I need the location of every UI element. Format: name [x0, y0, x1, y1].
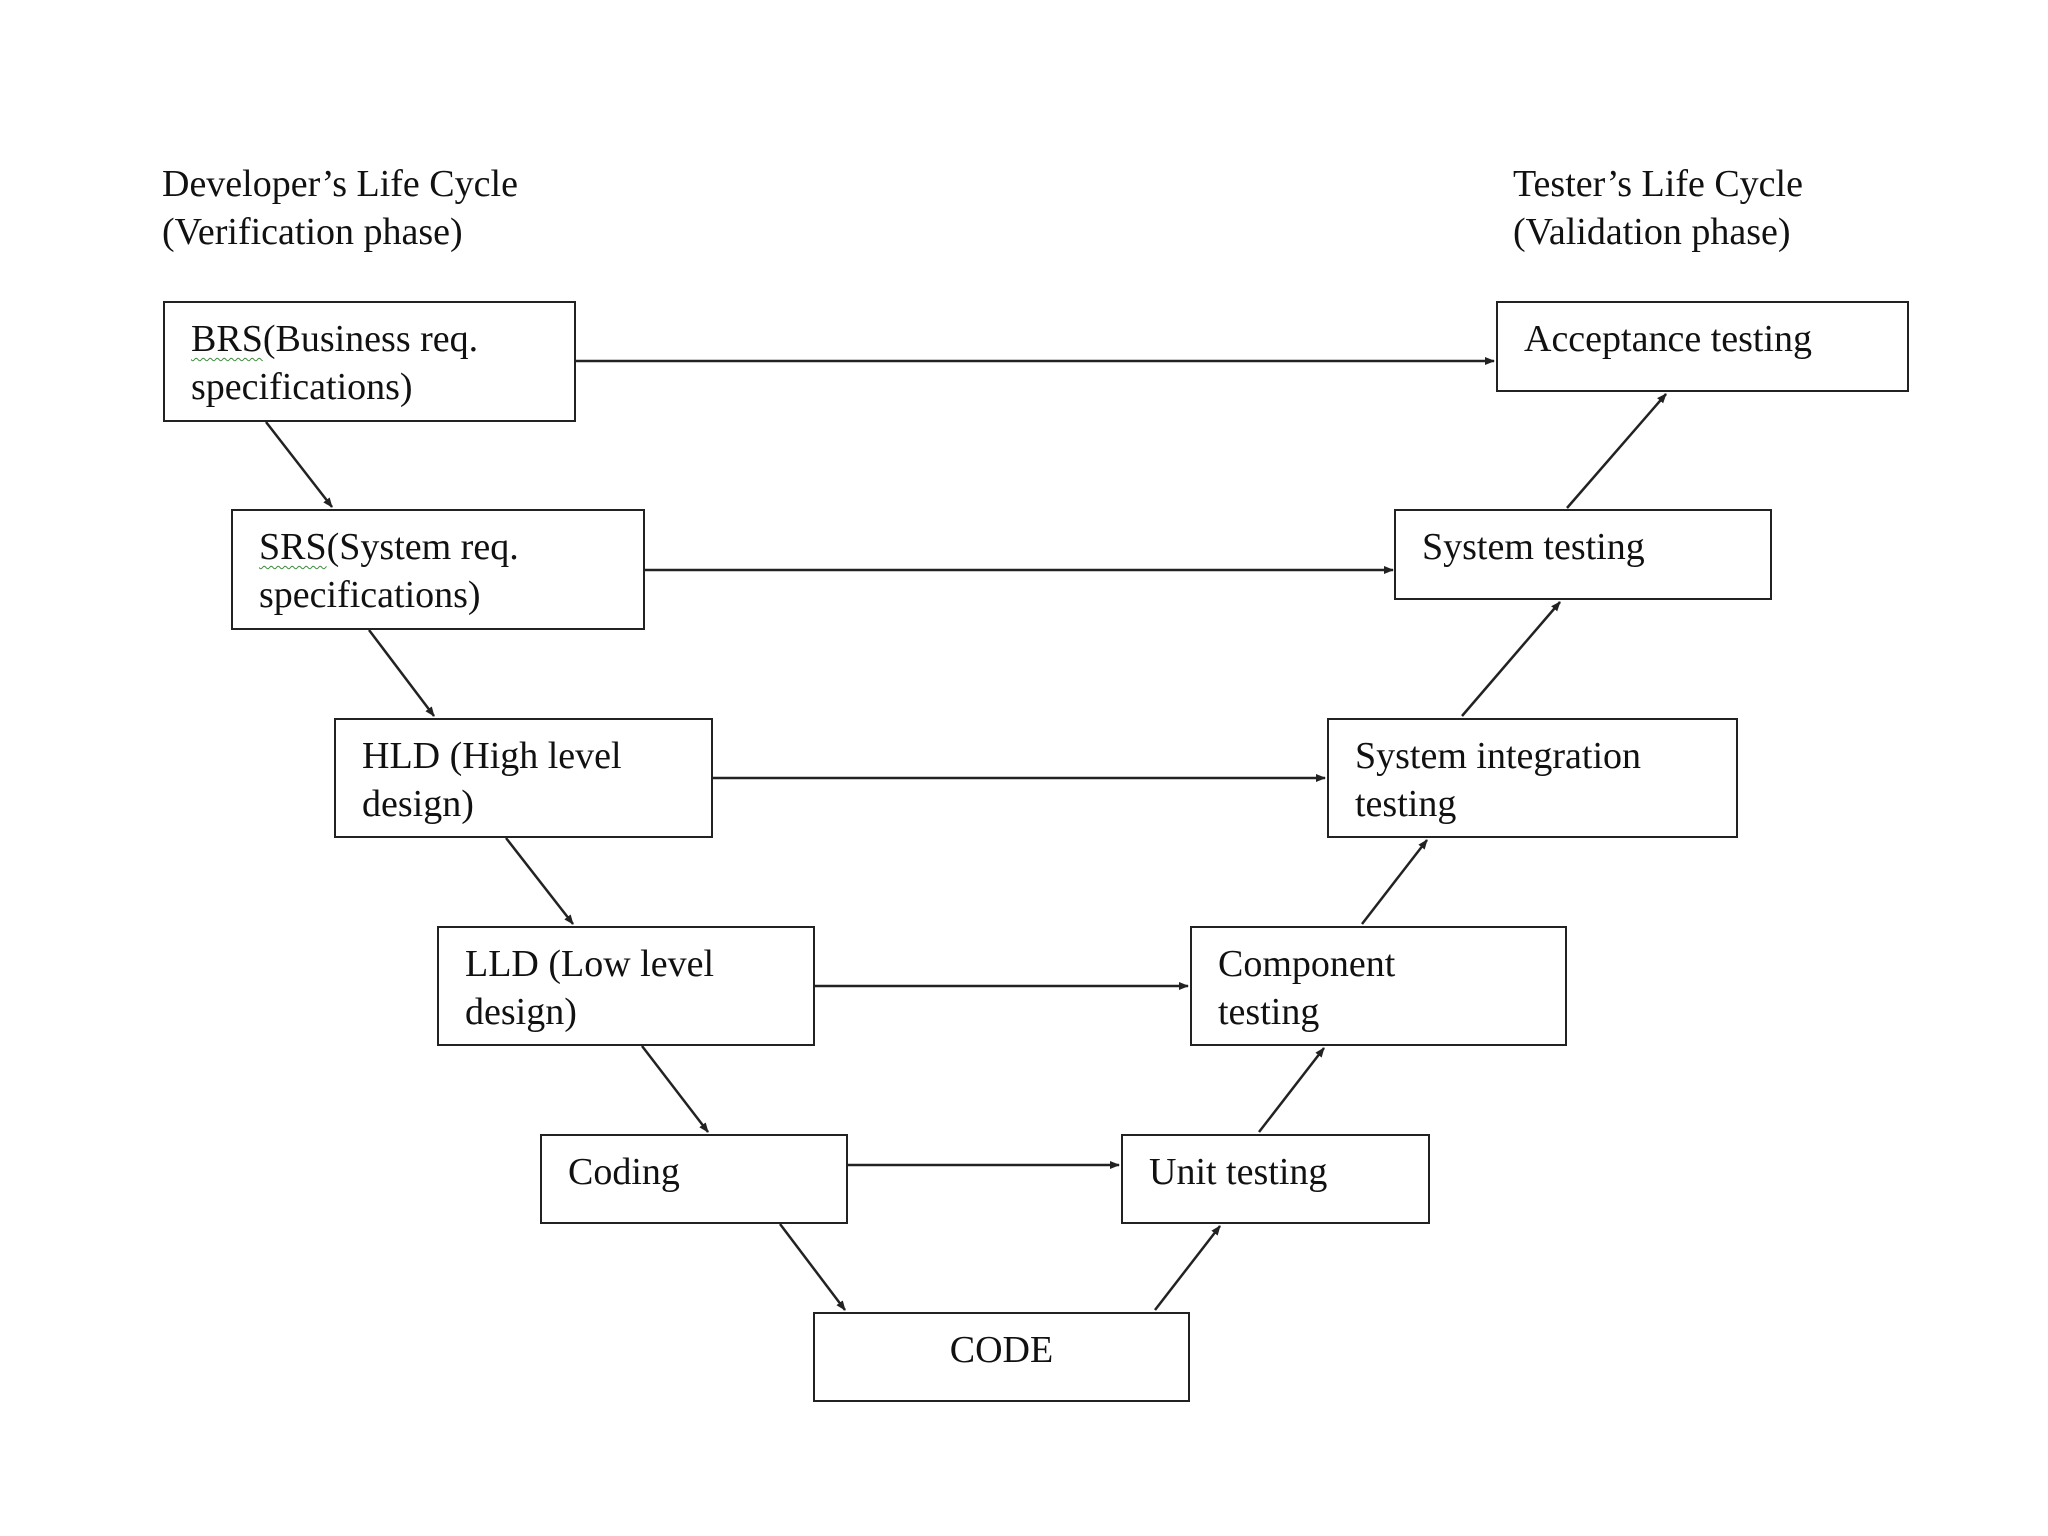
hld-line1: HLD (High level	[362, 735, 622, 777]
arrow-lld-to-coding	[641, 1045, 709, 1133]
tester-header-line1: Tester’s Life Cycle	[1513, 163, 1803, 205]
arrow-coding-to-code	[779, 1223, 846, 1311]
component-line2: testing	[1218, 991, 1320, 1033]
coding-box: Coding	[540, 1134, 848, 1224]
component-testing-box: Component testing	[1190, 926, 1567, 1046]
brs-rest: (Business req.	[262, 318, 479, 360]
srs-abbr: SRS	[259, 526, 327, 568]
developer-life-cycle-header: Developer’s Life Cycle (Verification pha…	[162, 160, 518, 256]
code-label: CODE	[949, 1329, 1054, 1371]
tester-life-cycle-header: Tester’s Life Cycle (Validation phase)	[1513, 160, 1803, 256]
brs-line2: specifications)	[191, 366, 413, 408]
unit-testing-label: Unit testing	[1149, 1151, 1328, 1193]
arrow-srs-to-hld	[368, 629, 435, 717]
unit-testing-box: Unit testing	[1121, 1134, 1430, 1224]
arrow-system-to-acceptance	[1566, 393, 1667, 509]
acceptance-testing-label: Acceptance testing	[1524, 318, 1813, 360]
coding-label: Coding	[568, 1151, 680, 1193]
srs-rest: (System req.	[326, 526, 519, 568]
arrow-unit-to-component	[1258, 1047, 1325, 1133]
lld-line1: LLD (Low level	[465, 943, 715, 985]
srs-box: SRS(System req. specifications)	[231, 509, 645, 630]
hld-box: HLD (High level design)	[334, 718, 713, 838]
component-line1: Component	[1218, 943, 1396, 985]
developer-header-line1: Developer’s Life Cycle	[162, 163, 518, 205]
srs-line2: specifications)	[259, 574, 481, 616]
arrow-hld-to-lld	[505, 837, 574, 925]
arrow-component-to-integration	[1361, 839, 1428, 925]
system-testing-box: System testing	[1394, 509, 1772, 600]
arrow-integration-to-system	[1461, 601, 1561, 717]
integration-line2: testing	[1355, 783, 1457, 825]
acceptance-testing-box: Acceptance testing	[1496, 301, 1909, 392]
lld-line2: design)	[465, 991, 577, 1033]
brs-box: BRS(Business req. specifications)	[163, 301, 576, 422]
code-box: CODE	[813, 1312, 1190, 1402]
developer-header-line2: (Verification phase)	[162, 211, 463, 253]
hld-line2: design)	[362, 783, 474, 825]
brs-abbr: BRS	[191, 318, 263, 360]
integration-line1: System integration	[1355, 735, 1642, 777]
system-integration-testing-box: System integration testing	[1327, 718, 1738, 838]
tester-header-line2: (Validation phase)	[1513, 211, 1791, 253]
arrow-brs-to-srs	[265, 421, 333, 508]
arrow-code-to-unit	[1154, 1225, 1221, 1311]
system-testing-label: System testing	[1422, 526, 1645, 568]
lld-box: LLD (Low level design)	[437, 926, 815, 1046]
